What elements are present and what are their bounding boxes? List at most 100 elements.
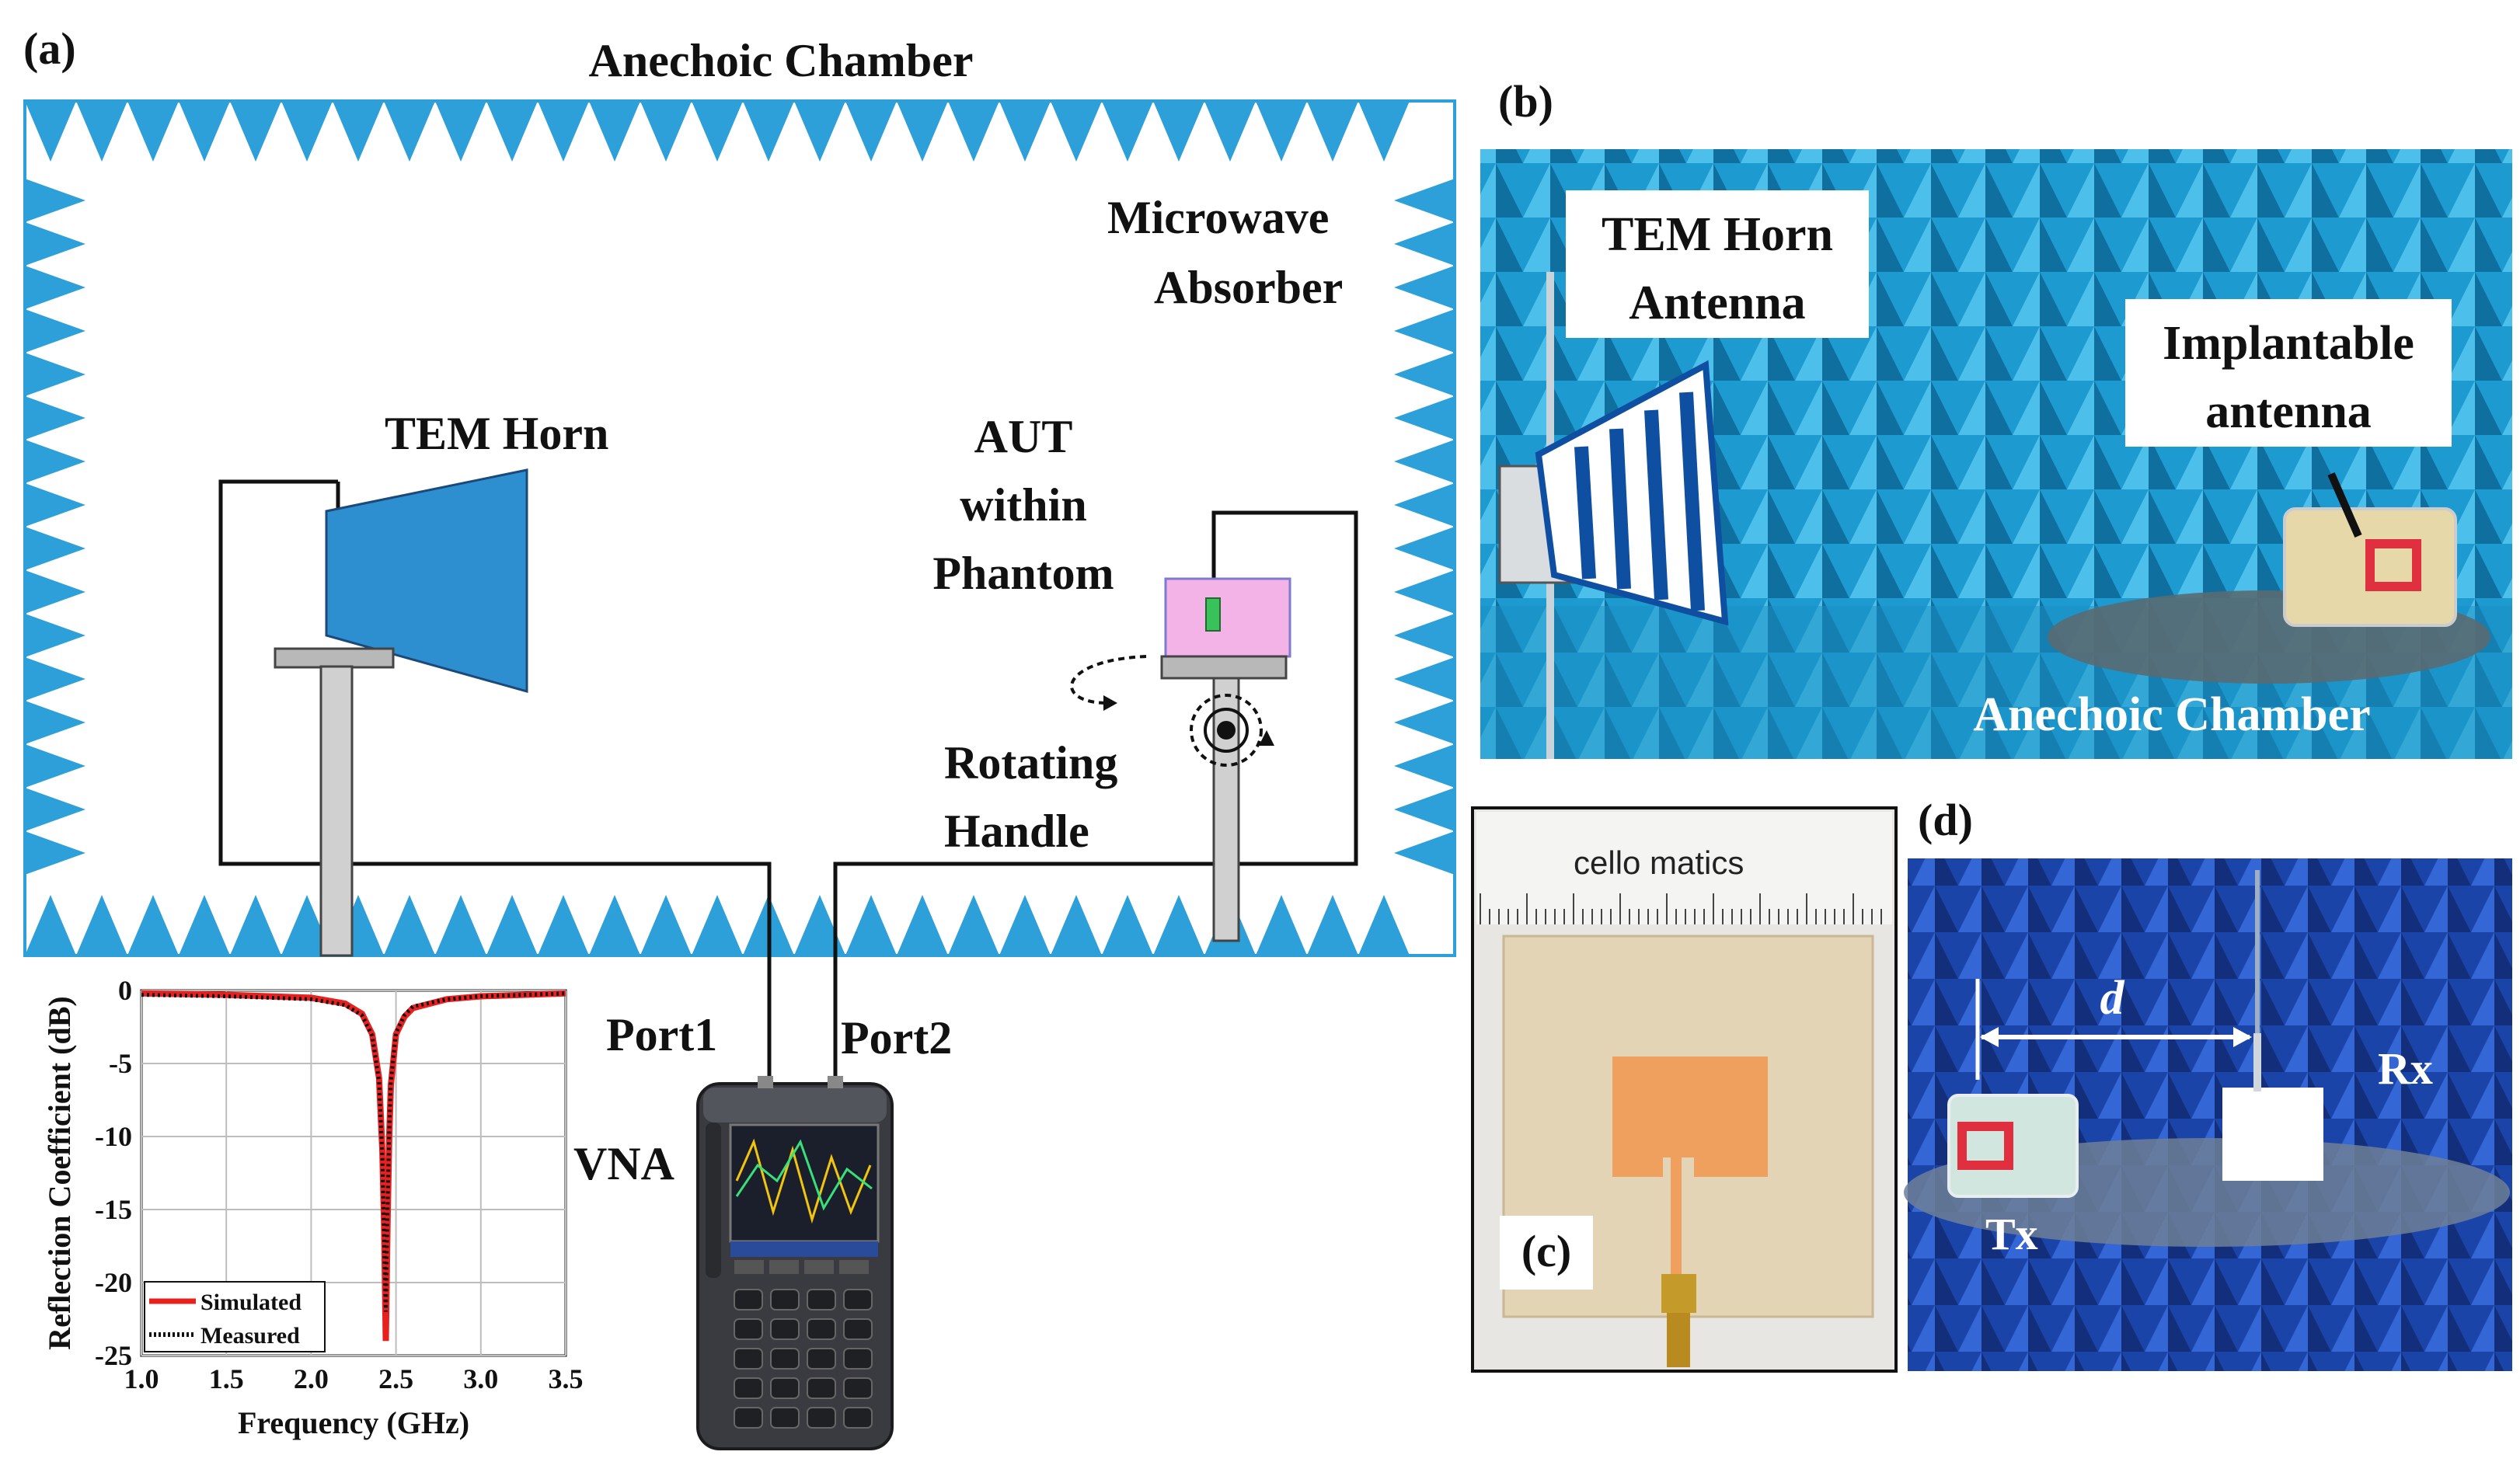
horn-antenna <box>325 468 528 693</box>
absorber-tooth-bottom <box>538 895 589 956</box>
b-horn-label-line1: TEM Horn <box>1602 208 1833 261</box>
absorber-tooth-bottom <box>435 895 486 956</box>
aut-mount <box>1160 655 1288 680</box>
series-measured <box>141 991 566 1312</box>
c-patch <box>1612 1056 1768 1177</box>
absorber-tooth-left <box>25 744 85 788</box>
absorber-tooth-right <box>1394 570 1455 614</box>
photo-c: cello matics (c) <box>1471 806 1898 1373</box>
absorber-tooth-bottom <box>1256 895 1307 956</box>
absorber-teeth <box>25 101 1455 956</box>
absorber-tooth-top <box>538 101 589 162</box>
y-tick-label: -20 <box>95 1267 132 1298</box>
absorber-tooth-left <box>25 527 85 570</box>
absorber-tooth-left <box>25 353 85 396</box>
absorber-tooth-top <box>127 101 179 162</box>
absorber-tooth-left <box>25 570 85 614</box>
port1-label: Port1 <box>606 1009 717 1060</box>
x-tick-label: 3.0 <box>463 1363 498 1394</box>
d-distance-label: d <box>2100 972 2125 1025</box>
y-tick-label: -25 <box>95 1340 132 1371</box>
aut-label-line1: AUT <box>974 411 1073 462</box>
absorber-tooth-left <box>25 179 85 222</box>
absorber-tooth-top <box>435 101 486 162</box>
port2-label: Port2 <box>841 1012 952 1063</box>
absorber-tooth-bottom <box>25 895 76 956</box>
b-horn-label-box <box>1566 190 1869 338</box>
c-ruler-text: cello matics <box>1574 844 1744 881</box>
absorber-tooth-bottom <box>76 895 127 956</box>
b-implant-label-box <box>2125 299 2452 447</box>
absorber-tooth-left <box>25 788 85 831</box>
absorber-tooth-bottom <box>948 895 999 956</box>
absorber-tooth-top <box>897 101 948 162</box>
panel-label-b: (b) <box>1498 76 1553 127</box>
absorber-tooth-top <box>1051 101 1102 162</box>
aut-label-line3: Phantom <box>932 548 1114 599</box>
horn-stand <box>319 665 354 957</box>
absorber-tooth-left <box>25 309 85 353</box>
y-tick-label: -15 <box>95 1194 132 1225</box>
absorber-tooth-top <box>794 101 845 162</box>
d-foam-block <box>2222 1088 2323 1181</box>
absorber-label-line1: Microwave <box>1107 192 1329 243</box>
absorber-tooth-top <box>76 101 127 162</box>
absorber-tooth-top <box>1102 101 1153 162</box>
rotating-label-line1: Rotating <box>944 737 1117 788</box>
d-rx-label: Rx <box>2378 1043 2433 1094</box>
absorber-tooth-right <box>1394 614 1455 657</box>
absorber-tooth-right <box>1394 440 1455 483</box>
absorber-tooth-left <box>25 657 85 701</box>
y-tick-label: -10 <box>95 1121 132 1152</box>
absorber-tooth-top <box>179 101 230 162</box>
absorber-tooth-bottom <box>794 895 845 956</box>
absorber-tooth-right <box>1394 744 1455 788</box>
c-ruler <box>1476 812 1892 924</box>
absorber-tooth-top <box>589 101 640 162</box>
absorber-tooth-right <box>1394 266 1455 309</box>
legend-simulated: Simulated <box>200 1290 301 1315</box>
absorber-tooth-bottom <box>179 895 230 956</box>
absorber-tooth-right <box>1394 701 1455 744</box>
absorber-tooth-right <box>1394 831 1455 875</box>
series-lines <box>141 990 566 1342</box>
absorber-tooth-bottom <box>384 895 435 956</box>
absorber-tooth-bottom <box>897 895 948 956</box>
c-feedline <box>1671 1157 1682 1282</box>
y-tick-labels: 0-5-10-15-20-25 <box>95 975 132 1371</box>
absorber-tooth-bottom <box>999 895 1051 956</box>
panel-label-c: (c) <box>1521 1226 1571 1276</box>
b-implant-label-line2: antenna <box>2205 385 2372 438</box>
absorber-tooth-bottom <box>692 895 743 956</box>
photo-b: TEM Horn Antenna Implantable antenna Ane… <box>1480 149 2512 759</box>
absorber-tooth-top <box>1256 101 1307 162</box>
b-chamber-label: Anechoic Chamber <box>1973 688 2370 741</box>
absorber-tooth-top <box>1153 101 1204 162</box>
absorber-tooth-bottom <box>589 895 640 956</box>
absorber-tooth-left <box>25 831 85 875</box>
rotation-arrowhead-right <box>1259 730 1274 746</box>
absorber-tooth-top <box>640 101 692 162</box>
absorber-tooth-right <box>1394 396 1455 440</box>
x-tick-label: 1.5 <box>209 1363 244 1394</box>
aut-stand <box>1212 677 1240 942</box>
absorber-tooth-right <box>1394 222 1455 266</box>
absorber-tooth-top <box>1307 101 1358 162</box>
absorber-tooth-top <box>230 101 281 162</box>
rotating-label-line2: Handle <box>944 806 1089 857</box>
absorber-tooth-right <box>1394 483 1455 527</box>
photo-d: d Rx Tx <box>1904 858 2512 1371</box>
absorber-tooth-right <box>1394 657 1455 701</box>
absorber-tooth-bottom <box>230 895 281 956</box>
absorber-tooth-bottom <box>1102 895 1153 956</box>
absorber-tooth-right <box>1394 527 1455 570</box>
vna-label: VNA <box>573 1138 674 1189</box>
b-implant-label-line1: Implantable <box>2163 317 2414 370</box>
rotation-ring <box>1190 694 1263 767</box>
aut-cable <box>833 510 1358 1142</box>
absorber-tooth-top <box>1358 101 1410 162</box>
y-tick-label: -5 <box>109 1048 132 1079</box>
